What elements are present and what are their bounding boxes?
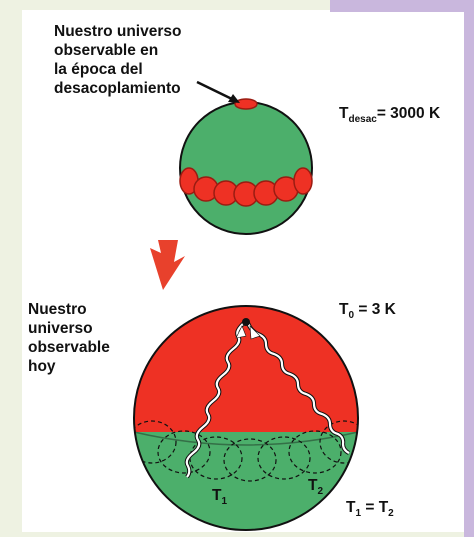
decoupling-label-line4: desacoplamiento xyxy=(54,80,181,97)
present-label-line4: hoy xyxy=(28,358,56,375)
present-label-line2: universo xyxy=(28,320,93,337)
decoupling-label-line3: la época del xyxy=(54,61,143,78)
top-purple-strip xyxy=(330,0,474,12)
decoupling-label-line1: Nuestro universo xyxy=(54,23,182,40)
observer-point xyxy=(242,318,250,326)
t0-label: T0 = 3 K xyxy=(339,301,396,322)
decoupling-sphere xyxy=(179,98,313,235)
decoupling-label: Nuestro universo observable en la época … xyxy=(54,22,181,98)
present-label: Nuestro universo observable hoy xyxy=(28,300,110,376)
equality-label: T1 = T2 xyxy=(346,499,394,520)
observable-patch xyxy=(234,98,258,110)
horizon-circles xyxy=(134,420,358,482)
t-desac-label: Tdesac= 3000 K xyxy=(339,105,441,126)
pointer-arrow xyxy=(196,80,240,103)
t1-label: T1 xyxy=(212,487,228,508)
t2-label: T2 xyxy=(308,477,324,498)
right-purple-strip xyxy=(464,12,474,537)
present-label-line3: observable xyxy=(28,339,110,356)
decoupling-label-line2: observable en xyxy=(54,42,159,59)
observable-regions-ring xyxy=(179,167,313,207)
present-sphere xyxy=(133,305,359,531)
present-label-line1: Nuestro xyxy=(28,301,87,318)
evolution-arrow xyxy=(150,240,185,290)
